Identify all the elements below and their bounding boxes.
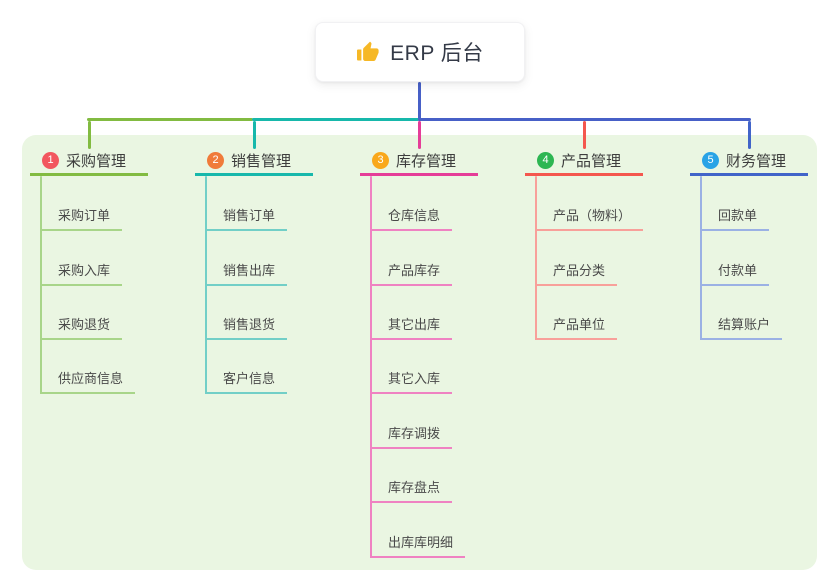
child-node[interactable]: 其它出库 xyxy=(370,316,453,340)
child-node[interactable]: 销售退货 xyxy=(205,316,288,340)
child-node[interactable]: 采购入库 xyxy=(40,262,123,286)
branch-number-badge: 4 xyxy=(537,151,554,169)
child-node[interactable]: 回款单 xyxy=(700,207,770,231)
drop-line-branch-5 xyxy=(747,121,751,149)
bus-segment-branch-1 xyxy=(86,118,253,121)
branch-node-label: 销售管理 xyxy=(231,152,292,170)
branch-node-2[interactable]: 2 销售管理 xyxy=(195,147,313,176)
branch-node-label: 采购管理 xyxy=(66,152,127,170)
child-spine-branch-4 xyxy=(535,176,537,340)
branch-number-badge: 2 xyxy=(207,151,224,169)
child-node[interactable]: 其它入库 xyxy=(370,370,453,394)
drop-line-branch-2 xyxy=(252,121,256,149)
child-node[interactable]: 销售订单 xyxy=(205,207,288,231)
branch-number-badge: 1 xyxy=(42,151,59,169)
root-node[interactable]: ERP 后台 xyxy=(315,22,525,82)
branch-node-5[interactable]: 5 财务管理 xyxy=(690,147,808,176)
branch-node-4[interactable]: 4 产品管理 xyxy=(525,147,643,176)
child-node[interactable]: 客户信息 xyxy=(205,370,288,394)
child-spine-branch-3 xyxy=(370,176,372,558)
branch-node-1[interactable]: 1 采购管理 xyxy=(30,147,148,176)
child-node[interactable]: 产品分类 xyxy=(535,262,618,286)
child-spine-branch-5 xyxy=(700,176,702,340)
branch-number-badge: 3 xyxy=(372,151,389,169)
drop-line-branch-4 xyxy=(582,121,586,149)
child-node[interactable]: 采购退货 xyxy=(40,316,123,340)
bus-segment-right xyxy=(417,118,751,121)
child-node[interactable]: 仓库信息 xyxy=(370,207,453,231)
root-node-label: ERP 后台 xyxy=(390,42,484,65)
drop-line-branch-1 xyxy=(87,121,91,149)
child-node[interactable]: 采购订单 xyxy=(40,207,123,231)
child-node[interactable]: 产品单位 xyxy=(535,316,618,340)
bus-segment-branch-2 xyxy=(252,118,419,121)
branch-node-label: 产品管理 xyxy=(561,152,622,170)
branch-node-label: 库存管理 xyxy=(396,152,457,170)
child-node[interactable]: 产品（物料） xyxy=(535,207,644,231)
branch-number-badge: 5 xyxy=(702,151,719,169)
branches-panel xyxy=(22,135,817,570)
drop-line-branch-3 xyxy=(417,121,421,149)
child-node[interactable]: 出库库明细 xyxy=(370,534,466,558)
child-node[interactable]: 结算账户 xyxy=(700,316,783,340)
thumbs-up-icon xyxy=(356,40,380,64)
branch-node-label: 财务管理 xyxy=(726,152,787,170)
branch-node-3[interactable]: 3 库存管理 xyxy=(360,147,478,176)
child-node[interactable]: 销售出库 xyxy=(205,262,288,286)
root-stem-line xyxy=(417,82,421,121)
child-node[interactable]: 库存盘点 xyxy=(370,479,453,503)
child-node[interactable]: 产品库存 xyxy=(370,262,453,286)
child-node[interactable]: 付款单 xyxy=(700,262,770,286)
child-node[interactable]: 库存调拨 xyxy=(370,425,453,449)
child-node[interactable]: 供应商信息 xyxy=(40,370,136,394)
